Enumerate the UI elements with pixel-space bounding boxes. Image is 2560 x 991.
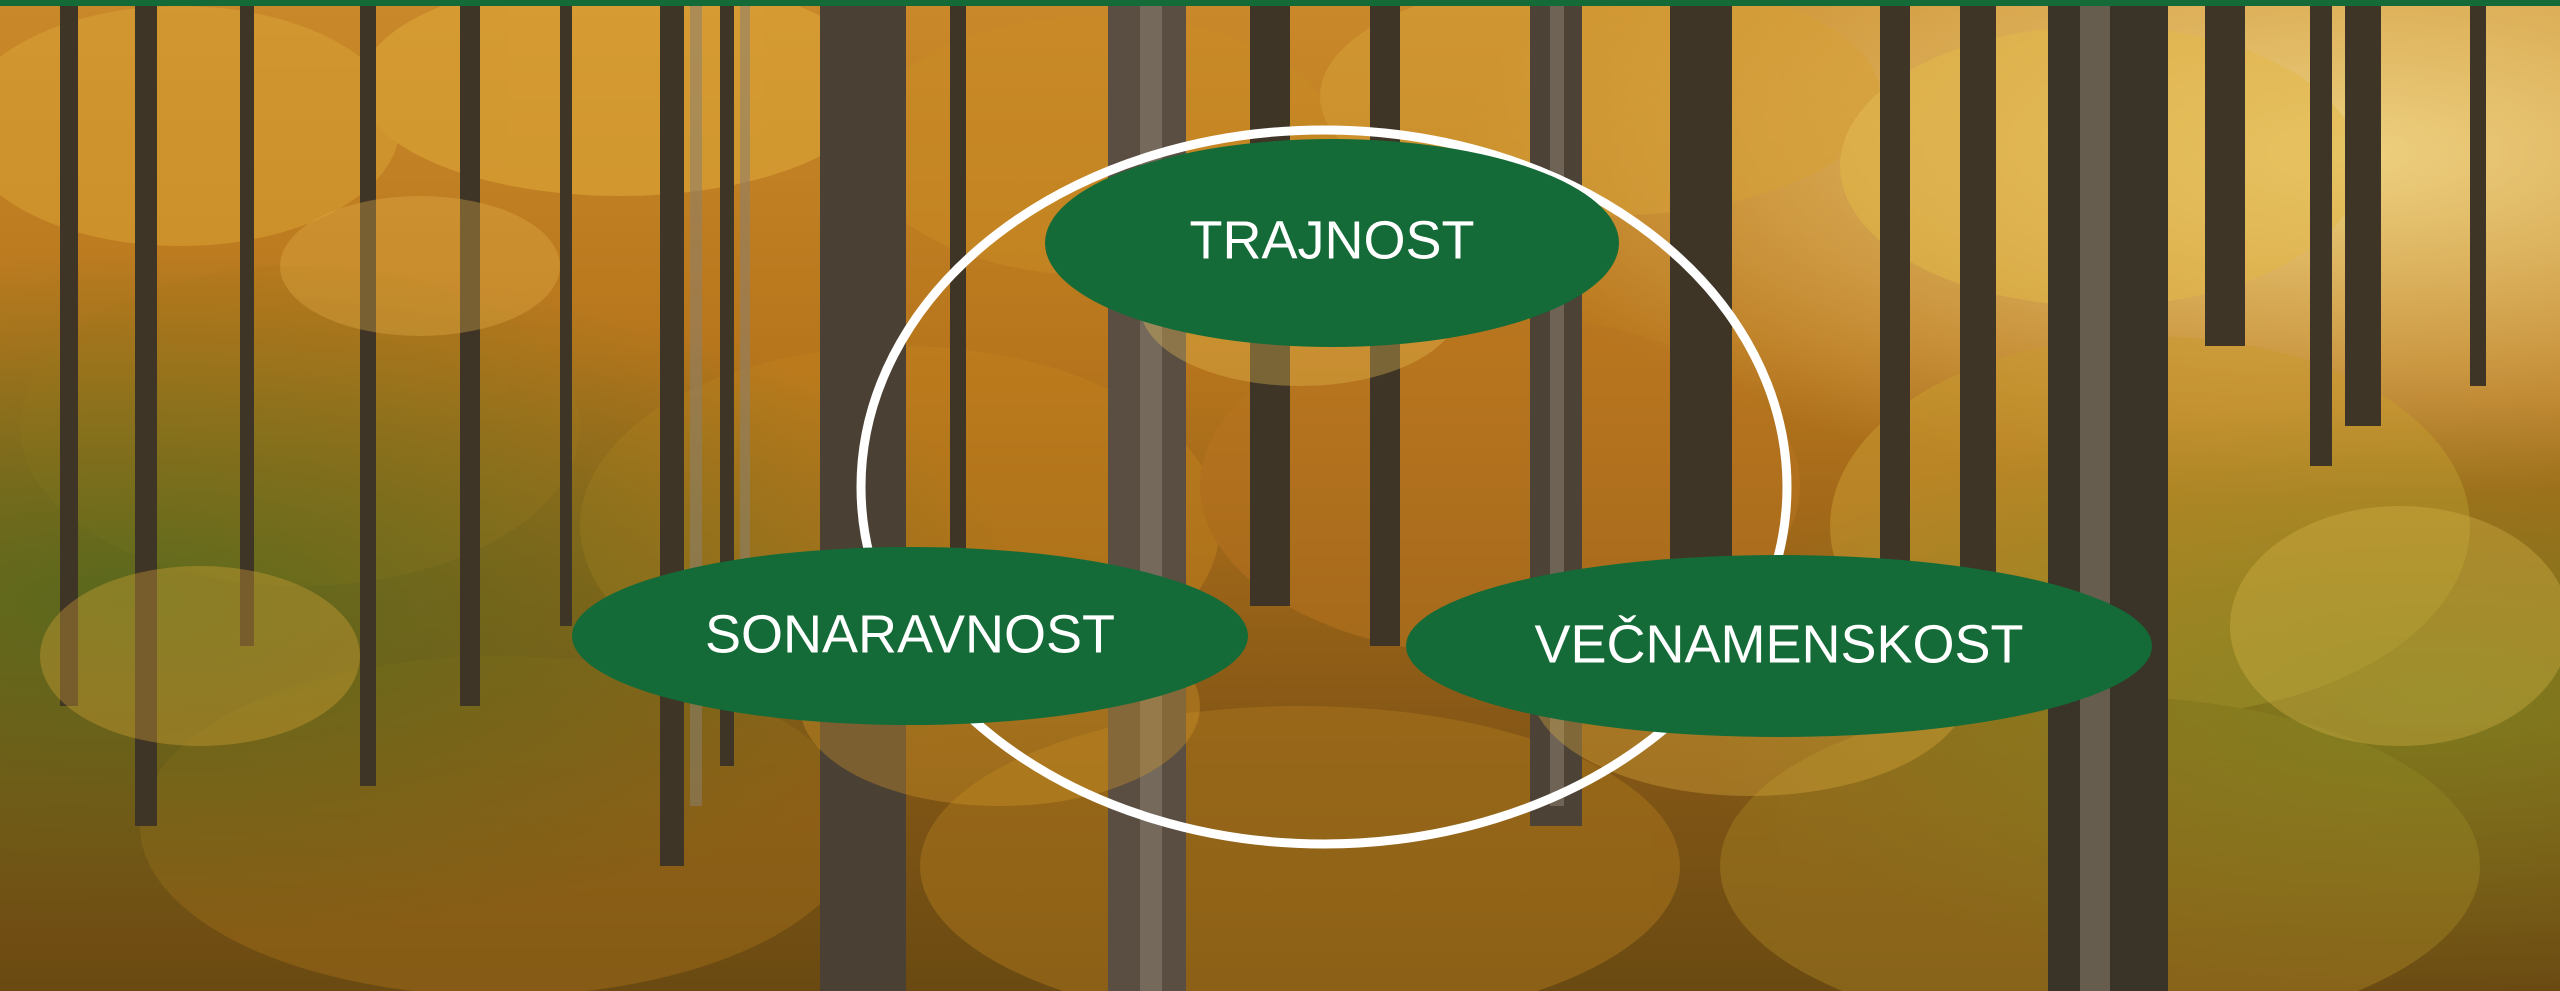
- node-vecnamenskost-label: VEČNAMENSKOST: [1534, 614, 2023, 674]
- node-sonaravnost: SONARAVNOST: [572, 547, 1248, 725]
- top-accent-bar: [0, 0, 2560, 6]
- node-trajnost-label: TRAJNOST: [1189, 210, 1474, 270]
- node-trajnost-shape: [1045, 139, 1619, 347]
- node-sonaravnost-label: SONARAVNOST: [705, 604, 1115, 664]
- node-vecnamenskost: VEČNAMENSKOST: [1406, 555, 2152, 737]
- node-sonaravnost-shape: [572, 547, 1248, 725]
- node-trajnost: TRAJNOST: [1045, 139, 1619, 347]
- cycle-ring: [856, 125, 1792, 849]
- node-vecnamenskost-shape: [1406, 555, 2152, 737]
